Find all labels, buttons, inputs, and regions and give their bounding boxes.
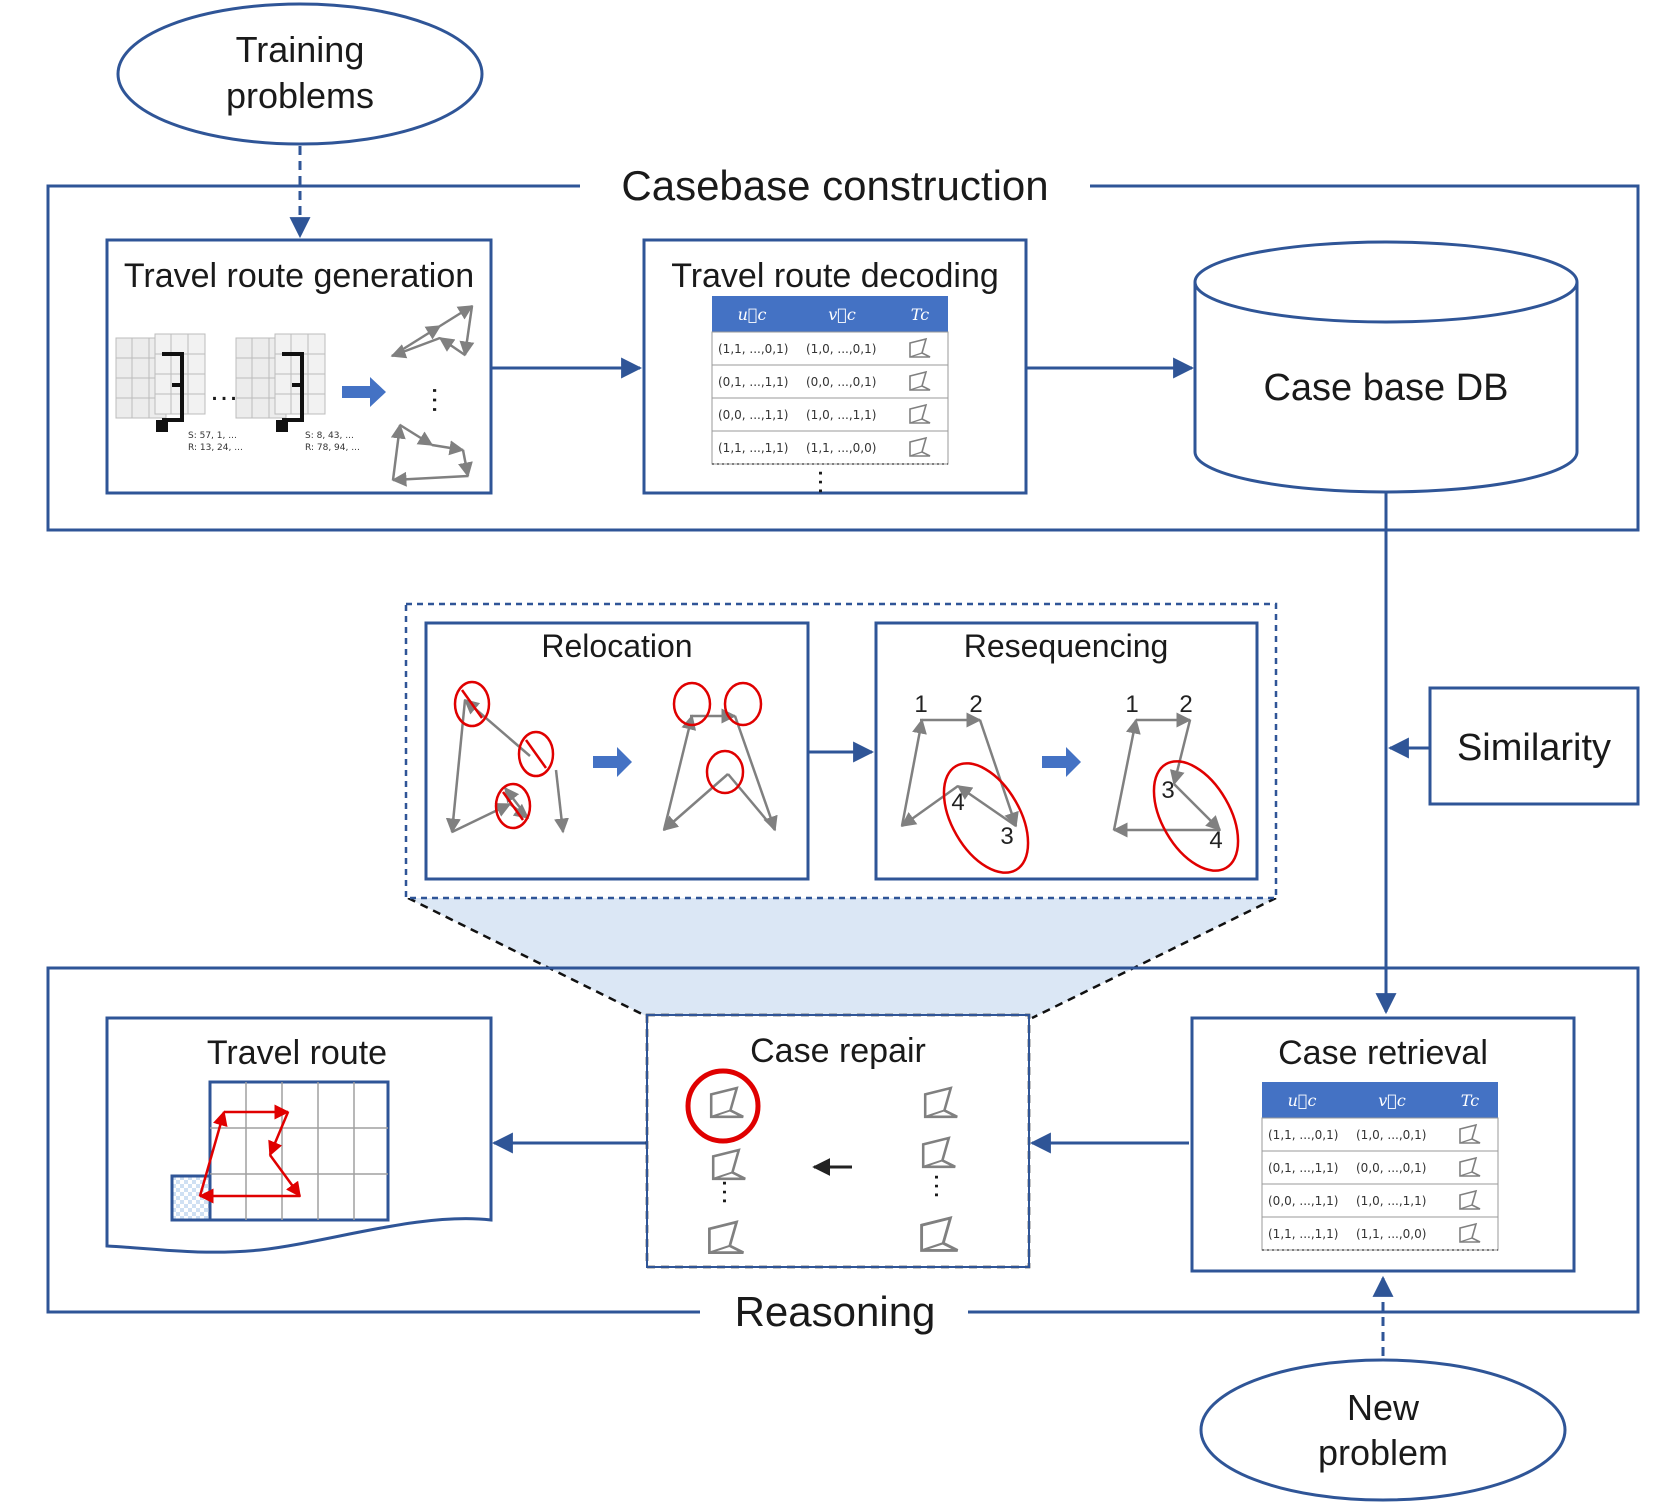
travel-route-output: Travel route bbox=[105, 1016, 493, 1254]
vertical-ellipsis-icon: … bbox=[717, 1178, 748, 1206]
casebase-construction-title: Casebase construction bbox=[621, 162, 1048, 209]
table-header bbox=[712, 296, 948, 332]
case-retrieval-title: Case retrieval bbox=[1278, 1034, 1488, 1072]
table-cell-v: (0,0, ...,0,1) bbox=[1356, 1161, 1426, 1175]
reasoning-frame: Reasoning bbox=[46, 966, 1640, 1335]
selected-case-highlight bbox=[685, 1068, 761, 1144]
table-row bbox=[1261, 1216, 1499, 1251]
new-problem-label-line2: problem bbox=[1318, 1432, 1448, 1473]
generated-route-bottom bbox=[390, 423, 473, 487]
route-before-resequencing bbox=[900, 712, 1019, 828]
node-label: 4 bbox=[1209, 827, 1222, 854]
right-arrow-icon bbox=[1042, 747, 1081, 777]
route-after-relocation bbox=[662, 708, 778, 832]
table-cell-u: (1,1, ...,0,1) bbox=[1268, 1128, 1338, 1142]
rack-meta-right-1: S: 8, 43, ... bbox=[305, 431, 354, 441]
repaired-case-list: … bbox=[685, 1068, 761, 1254]
right-arrow-icon bbox=[342, 377, 386, 407]
relocation-result-circles bbox=[672, 681, 763, 795]
node-label: 2 bbox=[1179, 691, 1192, 718]
table-cell-v: (1,1, ...,0,0) bbox=[806, 441, 876, 455]
table-cell-v: (1,1, ...,0,0) bbox=[1356, 1227, 1426, 1241]
resequencing-box: Resequencing 1 2 4 3 1 2 bbox=[874, 621, 1259, 881]
table-header-cell: u⃗c bbox=[1288, 1091, 1317, 1110]
table-cell-v: (1,0, ...,1,1) bbox=[806, 408, 876, 422]
table-cell-u: (1,1, ...,0,1) bbox=[718, 342, 788, 356]
training-problems-node: Training problems bbox=[116, 2, 484, 146]
similarity-box: Similarity bbox=[1428, 686, 1640, 806]
node-label: 1 bbox=[1125, 691, 1138, 718]
case-table: u⃗c v⃗c Tc (1,1, ...,0,1) (1,0, ...,0,1) (0,1… bbox=[711, 296, 949, 465]
case-retrieval-box: Case retrieval u⃗c v⃗c Tc (1,1, ...,0,1) (1,… bbox=[1190, 1016, 1576, 1273]
resequencing-highlight-after bbox=[1152, 760, 1240, 872]
table-header-cell: v⃗c bbox=[828, 305, 856, 324]
similarity-label: Similarity bbox=[1457, 727, 1611, 769]
right-arrow-icon bbox=[593, 747, 632, 777]
table-row bbox=[711, 430, 949, 465]
case-table: u⃗c v⃗c Tc (1,1, ...,0,1) (1,0, ...,0,1) (0,1… bbox=[1261, 1082, 1499, 1251]
warehouse-rack-icon bbox=[235, 333, 326, 432]
travel-route-decoding-box: Travel route decoding u⃗c v⃗c Tc (1,1, ...,… bbox=[642, 238, 1028, 496]
rack-meta-left-2: R: 13, 24, ... bbox=[188, 443, 243, 453]
retrieved-case-list: … bbox=[920, 1086, 960, 1252]
case-repair-box: Case repair … … bbox=[645, 1013, 1031, 1269]
reasoning-title: Reasoning bbox=[735, 1288, 936, 1335]
rack-meta-left-1: S: 57, 1, ... bbox=[188, 431, 237, 441]
table-row bbox=[711, 364, 949, 399]
node-label: 2 bbox=[969, 691, 982, 718]
table-cell-v: (1,0, ...,0,1) bbox=[806, 342, 876, 356]
casebase-construction-frame: Casebase construction bbox=[46, 162, 1640, 532]
node-label: 1 bbox=[914, 691, 927, 718]
table-header-cell: Tc bbox=[911, 305, 929, 324]
table-row bbox=[1261, 1150, 1499, 1185]
table-cell-v: (1,0, ...,0,1) bbox=[1356, 1128, 1426, 1142]
case-repair-detail: Relocation bbox=[404, 602, 1278, 1020]
table-cell-u: (0,0, ...,1,1) bbox=[1268, 1194, 1338, 1208]
case-repair-title: Case repair bbox=[750, 1032, 926, 1070]
travel-route-decoding-title: Travel route decoding bbox=[671, 257, 999, 295]
table-cell-u: (1,1, ...,1,1) bbox=[718, 441, 788, 455]
travel-route-output-title: Travel route bbox=[207, 1034, 387, 1072]
vertical-ellipsis-icon: … bbox=[813, 468, 844, 496]
new-problem-label-line1: New bbox=[1347, 1387, 1420, 1428]
training-problems-label-line1: Training bbox=[236, 29, 365, 70]
zoom-projection bbox=[408, 898, 1276, 1018]
resequencing-highlight-before bbox=[942, 762, 1030, 874]
rack-meta-right-2: R: 78, 94, ... bbox=[305, 443, 360, 453]
route-after-resequencing bbox=[1112, 712, 1222, 838]
resequencing-title: Resequencing bbox=[964, 628, 1169, 664]
table-row bbox=[711, 397, 949, 432]
node-label: 4 bbox=[951, 789, 964, 816]
table-cell-u: (0,1, ...,1,1) bbox=[718, 375, 788, 389]
table-cell-u: (0,1, ...,1,1) bbox=[1268, 1161, 1338, 1175]
relocation-box: Relocation bbox=[424, 621, 810, 881]
relocation-title: Relocation bbox=[541, 628, 692, 664]
node-label: 3 bbox=[1161, 777, 1174, 804]
vertical-ellipsis-icon: … bbox=[929, 1172, 960, 1200]
table-header-cell: v⃗c bbox=[1378, 1091, 1406, 1110]
warehouse-rack-icon bbox=[115, 333, 206, 432]
training-problems-label-line2: problems bbox=[226, 75, 374, 116]
node-label: 3 bbox=[1000, 823, 1013, 850]
table-header-cell: u⃗c bbox=[738, 305, 767, 324]
travel-route-path bbox=[198, 1104, 302, 1204]
generated-route-top bbox=[390, 304, 475, 359]
case-base-db-label: Case base DB bbox=[1263, 367, 1508, 409]
new-problem-node: New problem bbox=[1199, 1358, 1567, 1502]
table-cell-v: (1,0, ...,1,1) bbox=[1356, 1194, 1426, 1208]
travel-route-generation-title: Travel route generation bbox=[124, 257, 474, 295]
case-base-db: Case base DB bbox=[1193, 240, 1579, 494]
table-cell-v: (0,0, ...,0,1) bbox=[806, 375, 876, 389]
relocation-highlight-circles bbox=[453, 680, 555, 830]
table-row bbox=[1261, 1117, 1499, 1152]
table-header bbox=[1262, 1082, 1498, 1118]
table-cell-u: (1,1, ...,1,1) bbox=[1268, 1227, 1338, 1241]
table-row bbox=[1261, 1183, 1499, 1218]
travel-route-generation-box: Travel route generation … S: 57, 1, ... … bbox=[105, 238, 493, 495]
table-header-cell: Tc bbox=[1461, 1091, 1479, 1110]
vertical-ellipsis-icon: … bbox=[426, 385, 459, 415]
table-cell-u: (0,0, ...,1,1) bbox=[718, 408, 788, 422]
ellipsis-icon: … bbox=[209, 374, 239, 407]
